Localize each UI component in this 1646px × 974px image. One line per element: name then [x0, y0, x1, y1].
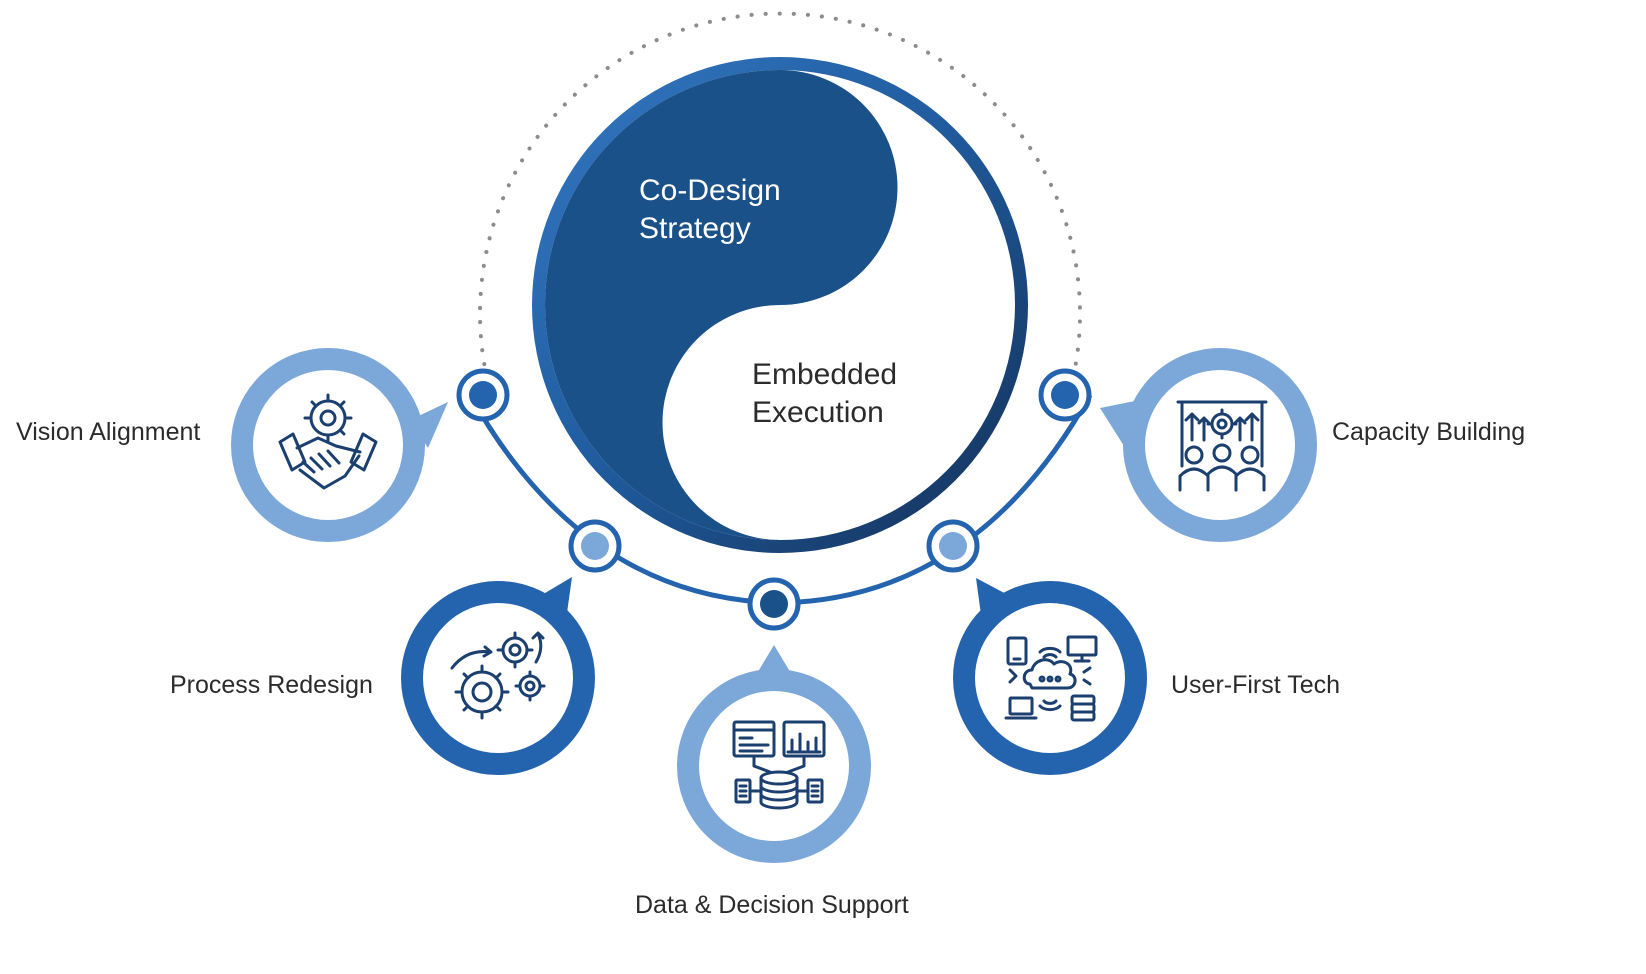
node-process-redesign: [401, 577, 595, 775]
center-label-top: Co-Design Strategy: [639, 172, 781, 248]
gears-cycle-icon: [450, 631, 546, 720]
team-growth-icon: [1176, 400, 1268, 492]
label-vision-alignment: Vision Alignment: [16, 418, 201, 446]
node-vision-alignment: [231, 348, 448, 542]
data-dashboard-icon: [732, 720, 826, 810]
handshake-gear-icon: [278, 393, 378, 490]
center-label-top-line2: Strategy: [639, 212, 751, 245]
cloud-network-icon: [1004, 635, 1098, 722]
center-label-bottom-line2: Execution: [752, 396, 884, 429]
dotted-outer-arc: [478, 11, 1082, 380]
node-user-first-tech: [953, 578, 1147, 775]
center-label-bottom: Embedded Execution: [752, 356, 897, 432]
label-capacity-building: Capacity Building: [1332, 418, 1526, 446]
label-data-decision-support: Data & Decision Support: [635, 891, 909, 919]
label-process-redesign: Process Redesign: [170, 671, 373, 699]
center-yin-yang: [532, 57, 1028, 553]
node-capacity-building: [1100, 348, 1317, 542]
center-label-top-line1: Co-Design: [639, 174, 781, 207]
center-label-bottom-line1: Embedded: [752, 358, 898, 391]
connector-dots: [456, 368, 1092, 631]
node-data-decision-support: [677, 645, 871, 863]
label-user-first-tech: User-First Tech: [1171, 671, 1341, 699]
